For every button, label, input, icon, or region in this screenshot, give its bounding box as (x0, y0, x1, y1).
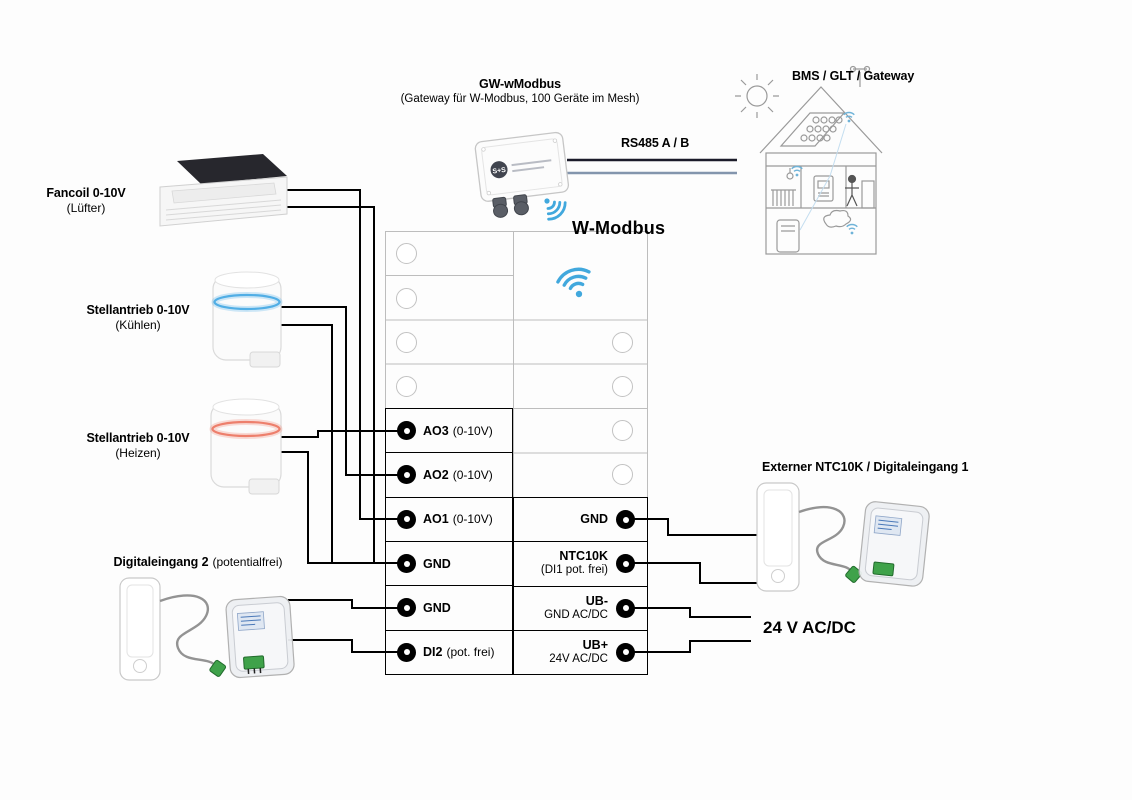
terminal-row-gnd2: GND (386, 586, 512, 631)
terminal-hole (612, 464, 633, 485)
terminal-hole (612, 332, 633, 353)
terminal-label: AO3(0-10V) (423, 423, 493, 438)
rs485-label: RS485 A / B (621, 136, 690, 150)
wifi-small-icon (843, 111, 855, 123)
terminal-hole (396, 243, 417, 264)
radiator-icon (771, 168, 796, 206)
terminal-row-ntc10k: NTC10K(DI1 pot. frei) (514, 542, 647, 587)
gateway-wifi-icon (544, 198, 567, 221)
bms-house-illustration (735, 65, 883, 255)
wire-ub-minus (631, 607, 751, 618)
actuator-cool-illustration (211, 271, 283, 368)
terminal-label: AO1(0-10V) (423, 512, 493, 527)
terminal-label: UB-GND AC/DC (544, 593, 608, 621)
terminal-row-gnd-right: GND (514, 498, 647, 543)
wire-heat-gnd (278, 451, 398, 564)
wire-fancoil-ao1 (283, 189, 398, 520)
terminal-label: GND (580, 512, 608, 527)
actuator-heat-label: Stellantrieb 0-10V (Heizen) (86, 431, 190, 461)
fancoil-label: Fancoil 0-10V (Lüfter) (46, 186, 126, 216)
terminal-row-ao1: AO1(0-10V) (386, 498, 512, 542)
terminal-hole (396, 288, 417, 309)
wifi-small-icon (791, 165, 803, 177)
terminal-hole (396, 332, 417, 353)
cool-glow-ring (213, 293, 281, 311)
gateway-illustration: S+S (474, 131, 570, 218)
wire-fancoil-gnd (283, 206, 398, 564)
terminal-label: GND (423, 556, 451, 571)
actuator-heat-illustration (209, 398, 283, 495)
boiler-icon (776, 219, 800, 253)
terminal-dot (397, 421, 416, 441)
person-icon (845, 174, 859, 207)
terminal-dot (397, 465, 416, 485)
gateway-cable-glands (492, 194, 529, 218)
terminal-label: GND (423, 600, 451, 615)
terminal-hole (612, 376, 633, 397)
terminal-dot (616, 598, 635, 618)
power-label: 24 V AC/DC (763, 618, 856, 637)
terminal-row-ub-minus: UB-GND AC/DC (514, 587, 647, 631)
external-ntc-label: Externer NTC10K / Digitaleingang 1 (762, 460, 969, 474)
terminal-label: AO2(0-10V) (423, 467, 493, 482)
wire-di2-gnd (288, 599, 398, 609)
wire-cool-ao2 (278, 306, 398, 476)
external-ntc-illustration (756, 482, 930, 592)
wire-di2-signal (288, 639, 398, 653)
gateway-logo-text: S+S (492, 167, 507, 176)
digital-input2-illustration (119, 577, 295, 681)
terminal-row-gnd1: GND (386, 542, 512, 587)
terminal-dot (616, 554, 635, 574)
sensor-cable (798, 506, 854, 573)
house-walls (765, 152, 877, 255)
digital-input2-label: Digitaleingang 2(potentialfrei) (113, 555, 283, 569)
wire-ntc-gnd (631, 518, 757, 536)
green-connector (209, 659, 227, 677)
terminal-label: DI2(pot. frei) (423, 645, 495, 660)
terminal-dot (397, 554, 416, 574)
solar-panel (779, 112, 846, 147)
terminal-row-ao3: AO3(0-10V) (386, 409, 512, 454)
sensor-cable (159, 594, 217, 667)
roof (759, 86, 883, 154)
wire-cool-gnd (278, 324, 398, 564)
terminal-label: UB+24V AC/DC (549, 637, 608, 665)
terminal-dot (397, 642, 416, 662)
weather-station-icon (849, 65, 871, 87)
wmodbus-wifi-icon (556, 267, 591, 298)
terminal-label: NTC10K(DI1 pot. frei) (540, 549, 608, 577)
gateway-subtitle: (Gateway für W-Modbus, 100 Geräte im Mes… (400, 93, 640, 105)
wifi-small-icon (846, 223, 858, 235)
terminal-dot (397, 598, 416, 618)
wire-ub-plus (631, 640, 751, 653)
terminal-dot (616, 642, 635, 662)
gateway-logo-badge (490, 161, 508, 179)
gateway-title: GW-wModbus (478, 77, 562, 91)
actuator-cool-label: Stellantrieb 0-10V (Kühlen) (86, 303, 190, 333)
room-dividers (766, 165, 876, 209)
wire-ntc-signal (631, 562, 757, 584)
terminal-row-di2: DI2(pot. frei) (386, 631, 512, 674)
cloud-icon (823, 209, 852, 228)
terminal-dot (397, 509, 416, 529)
terminal-row-ub-plus: UB+24V AC/DC (514, 631, 647, 674)
terminal-hole (396, 376, 417, 397)
terminal-block-right: GND NTC10K(DI1 pot. frei) UB-GND AC/DC U… (513, 497, 648, 675)
green-connector (845, 565, 863, 583)
heat-glow-ring (211, 420, 281, 438)
wire-heat-ao3 (278, 430, 398, 438)
terminal-dot (616, 510, 635, 530)
bms-label: BMS / GLT / Gateway (792, 69, 915, 83)
terminal-hole (612, 420, 633, 441)
terminal-row-ao2: AO2(0-10V) (386, 453, 512, 498)
wmodbus-label: W-Modbus (572, 218, 666, 238)
door-icon (861, 180, 875, 209)
fancoil-illustration (159, 154, 288, 227)
wire-connections (278, 189, 757, 653)
sun-icon (735, 74, 779, 118)
terminal-block-left: AO3(0-10V) AO2(0-10V) AO1(0-10V) GND GND… (385, 408, 513, 675)
